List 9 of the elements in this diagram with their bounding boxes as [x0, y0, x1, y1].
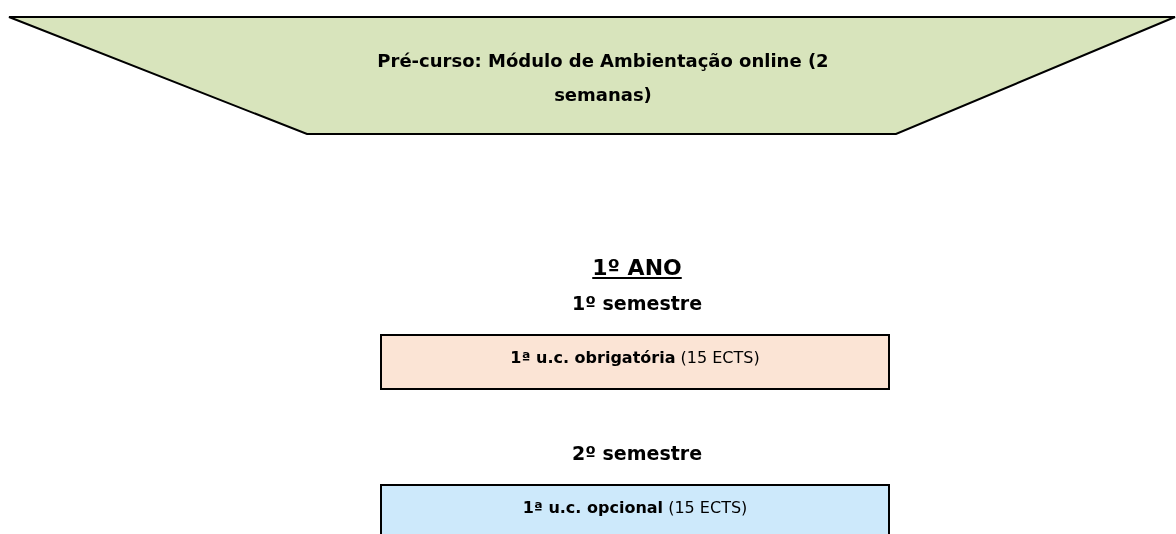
- year-heading: 1º ANO: [591, 255, 683, 280]
- course-unit-text: 1ª u.c. opcional (15 ECTS): [522, 498, 748, 519]
- banner-shape: [8, 16, 1176, 136]
- semester-heading: 2º semestre: [570, 442, 704, 464]
- course-unit-box: [380, 334, 890, 390]
- course-unit-box: [380, 484, 890, 534]
- course-unit-text: 1ª u.c. obrigatória (15 ECTS): [510, 348, 760, 369]
- semester-heading: 1º semestre: [570, 292, 704, 314]
- banner-title: Pré-curso: Módulo de Ambientação online (2 semanas): [376, 49, 830, 107]
